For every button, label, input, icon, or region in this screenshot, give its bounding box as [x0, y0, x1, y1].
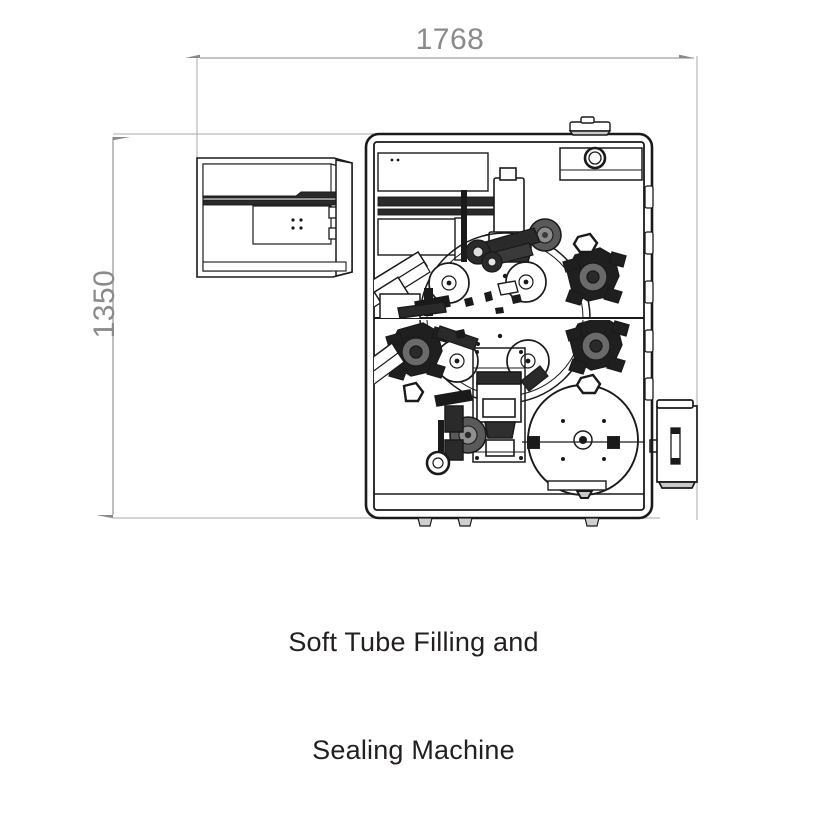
- clamp-ring-lower-left: [402, 381, 425, 403]
- frame-side-latches: [644, 185, 654, 401]
- sealing-head: [476, 371, 522, 457]
- upper-control-panel: [559, 146, 643, 181]
- tube-holder-clamp-upper: [562, 247, 627, 306]
- clamp-ring-lower-right: [575, 373, 602, 395]
- tube-feed-magazine: [196, 157, 353, 278]
- magazine-upper-window: [202, 163, 332, 198]
- feed-chute-lower: [374, 341, 405, 385]
- drawing-caption: Soft Tube Filling and Sealing Machine: [0, 552, 827, 840]
- machine-drawing-svg: [96, 54, 698, 527]
- sealing-head-bolts: [475, 350, 523, 460]
- upper-roller-left: [428, 262, 470, 304]
- feed-bridge-upper: [377, 152, 517, 262]
- drive-disc: [522, 384, 644, 499]
- magazine-rail-lower: [202, 199, 346, 206]
- tube-holder-clamp-lower-right: [565, 320, 630, 375]
- upper-bolt-marks: [390, 158, 400, 162]
- dimension-width-label: 1768: [415, 23, 485, 56]
- caption-line-1: Soft Tube Filling and: [288, 627, 539, 657]
- turntable-hub-upper: [497, 280, 519, 296]
- technical-drawing-canvas: 1768 1350 Soft Tube Filling and Sealing …: [88, 23, 698, 765]
- lower-mechanism-group: [374, 320, 644, 499]
- caption-line-2: Sealing Machine: [312, 735, 515, 765]
- magazine-bolt-pattern: [291, 218, 303, 230]
- turntable-brackets-upper: [464, 273, 522, 314]
- top-vent-port: [568, 116, 612, 136]
- lower-left-linkage: [425, 389, 473, 476]
- lower-bracket-marks: [455, 329, 503, 346]
- leveling-feet: [417, 517, 600, 527]
- upper-crank-arm-secondary: [481, 242, 534, 273]
- side-control-box: [649, 399, 698, 489]
- magazine-end-plate: [335, 159, 353, 277]
- clamp-ring-upper: [572, 232, 599, 254]
- upper-left-linkage: [379, 288, 451, 318]
- sealing-head-frame: [472, 347, 526, 463]
- panel-port-bore: [588, 151, 602, 165]
- dimension-height-label: 1350: [88, 269, 121, 339]
- upper-drive-pulley: [528, 218, 562, 252]
- magazine-base-plate: [202, 261, 347, 272]
- drive-disc-bolts: [561, 419, 606, 461]
- upper-mechanism-group: [374, 152, 627, 318]
- magazine-cartridge: [252, 205, 332, 245]
